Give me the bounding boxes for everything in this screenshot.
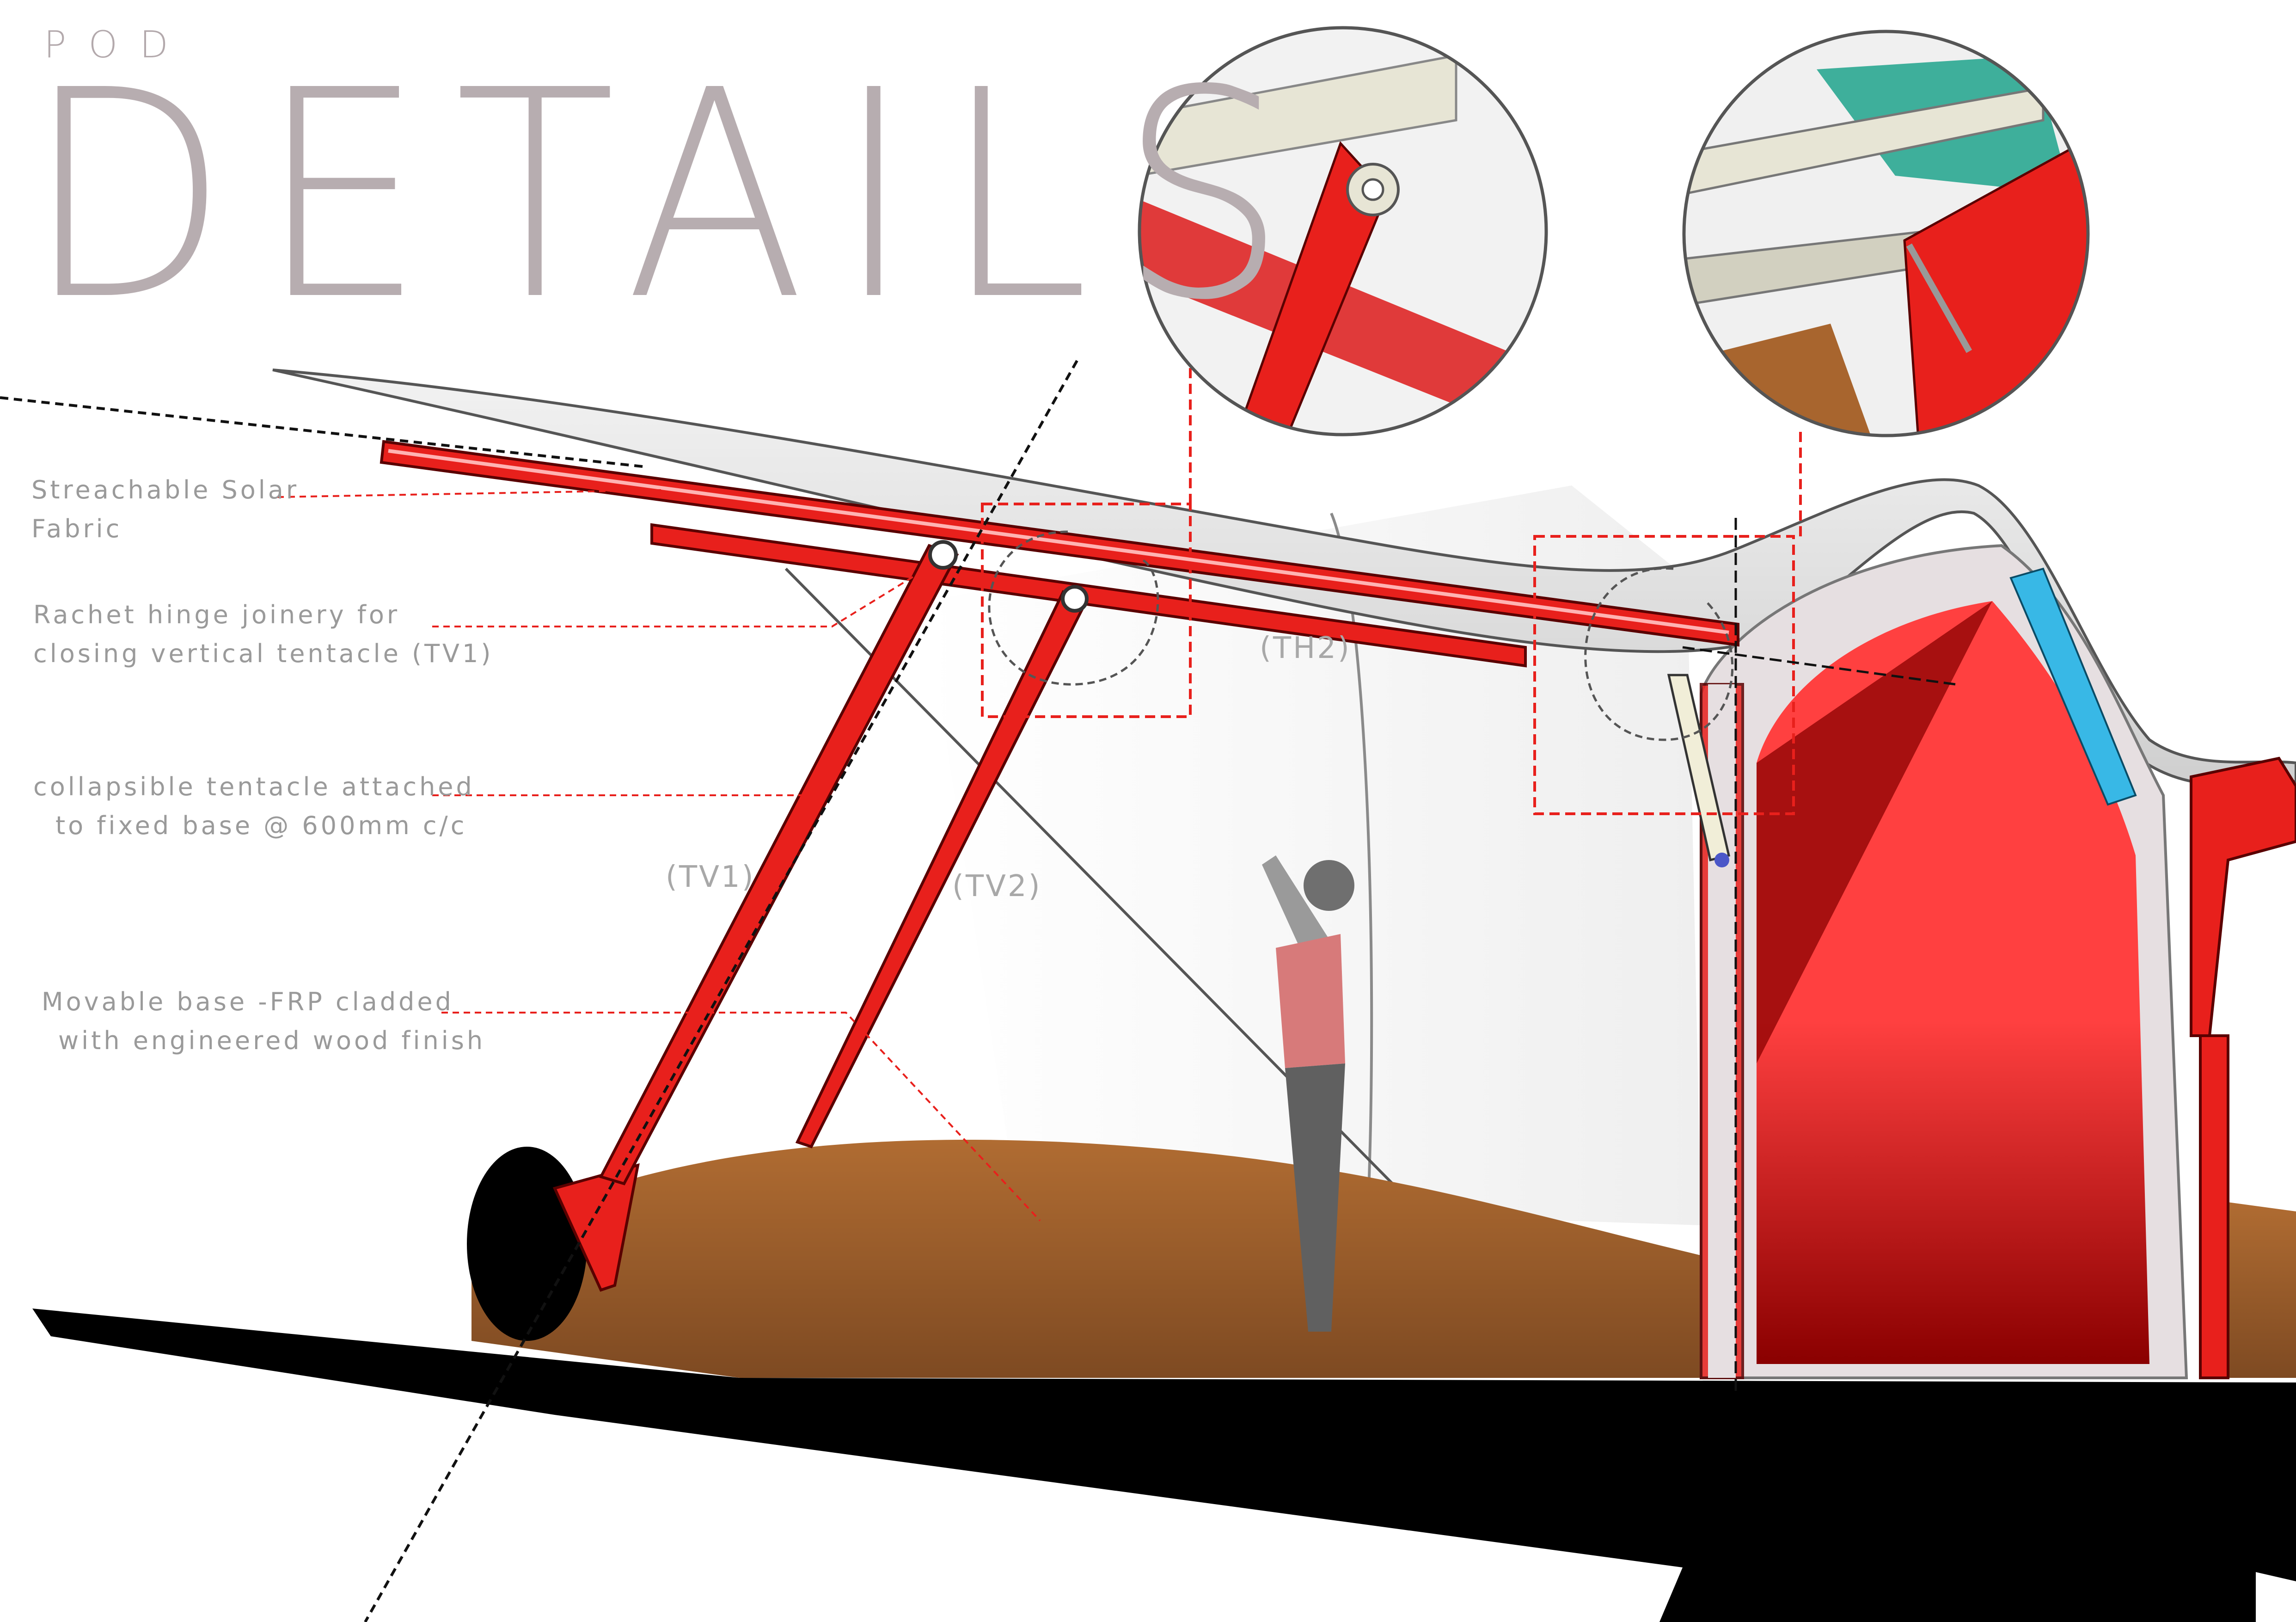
section-line-horizontal <box>0 396 648 468</box>
leader-base <box>441 1012 1041 1222</box>
pod-interior-shadow <box>1757 601 1992 1063</box>
detail-circle-2-outline <box>1682 30 2090 437</box>
pod-glazing <box>2009 567 2137 806</box>
pod-right-post <box>2199 1034 2229 1379</box>
wooden-movable-base <box>471 1140 1710 1378</box>
pod-right-frame <box>2190 756 2296 1037</box>
pod-strut-joint <box>1714 853 1729 867</box>
tag-tv1: (TV1) <box>666 860 755 894</box>
leader-fabric <box>277 489 661 498</box>
circle-detail-callout-icon <box>1139 28 1546 435</box>
section-line-right <box>1682 646 1956 686</box>
tentacle-tv1 <box>599 544 959 1186</box>
tag-tv2: (TV2) <box>952 869 1042 903</box>
header-kicker: POD <box>44 23 190 66</box>
annotation-fabric-line2: Fabric <box>31 514 122 543</box>
hinge-joint-tv1 <box>928 540 958 570</box>
lower-horizontal-beam <box>650 523 1527 668</box>
annotation-base-line1: Movable base -FRP cladded <box>42 987 454 1016</box>
circle-detail-callout-icon <box>1684 31 2088 436</box>
interior-shell <box>925 485 1701 1225</box>
shell-diagonal-line <box>784 567 1481 1273</box>
annotation-fabric-line1: Streachable Solar <box>31 475 300 504</box>
person-figure <box>1262 855 1354 1332</box>
beam-highlight <box>388 449 1729 634</box>
annotation-hinge-line1: Rachet hinge joinery for <box>33 600 400 629</box>
rotation-arrow-icon <box>1584 567 1734 741</box>
leader-hinge <box>432 563 935 627</box>
annotation-base-line2: with engineered wood finish <box>58 1026 486 1055</box>
annotation-tentacle-line1: collapsible tentacle attached <box>33 772 475 801</box>
wooden-base-right <box>2228 1202 2296 1378</box>
page-title: DETAILS <box>25 30 1316 363</box>
rotation-arrow-icon <box>988 530 1159 686</box>
detail-box-1 <box>981 503 1192 718</box>
hinge-joint-tv2 <box>1061 585 1089 613</box>
annotation-tentacle-line2: to fixed base @ 600mm c/c <box>55 811 467 840</box>
section-line-diagonal <box>364 360 1078 1622</box>
detail-box-2 <box>1533 535 1795 815</box>
ground-slab <box>32 1309 2296 1622</box>
base-end-cap <box>467 1147 587 1341</box>
detail-circle-1-outline <box>1138 26 1548 436</box>
annotation-hinge-line2: closing vertical tentacle (TV1) <box>33 639 494 668</box>
tag-th2: (TH2) <box>1260 631 1351 665</box>
